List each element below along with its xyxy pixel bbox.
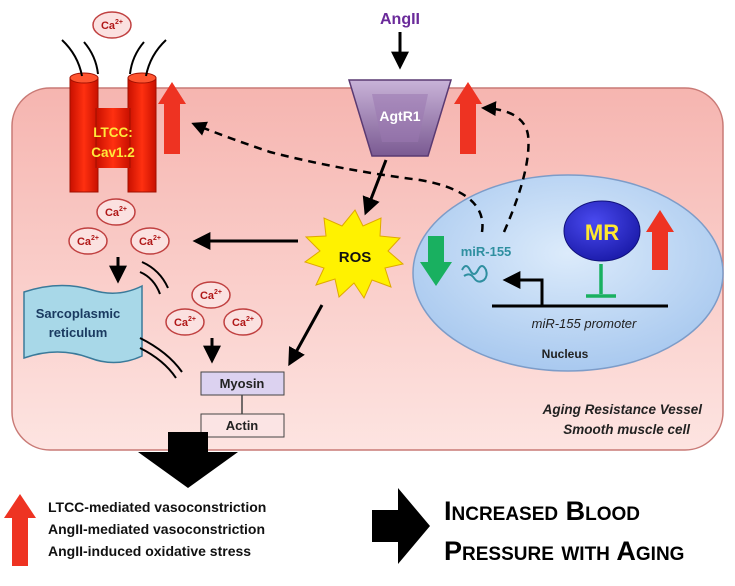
svg-text:Ca2+: Ca2+ <box>139 235 161 248</box>
up-arrow-agtr1 <box>454 82 482 154</box>
myosin-label: Myosin <box>220 376 265 391</box>
ltcc-label-2: Cav1.2 <box>91 145 135 160</box>
agtr1-label: AgtR1 <box>379 108 420 124</box>
arrow-receptor-to-ros <box>362 159 388 216</box>
ltcc-channel <box>69 72 157 193</box>
mr-label: MR <box>585 220 619 245</box>
effect-3: AngII-induced oxidative stress <box>48 543 251 559</box>
big-down-arrow <box>138 432 238 488</box>
ca-ion-cluster-1: Ca2+ Ca2+ Ca2+ <box>68 198 170 255</box>
sr-label-2: reticulum <box>49 325 108 340</box>
actin-label: Actin <box>226 418 259 433</box>
dashed-arrow-to-ltcc <box>191 121 484 233</box>
svg-text:Ca2+: Ca2+ <box>232 316 254 329</box>
nucleus-shape <box>412 174 724 372</box>
svg-text:Ca2+: Ca2+ <box>101 19 123 32</box>
ros-label: ROS <box>339 249 372 266</box>
ca-ion-cluster-2: Ca2+ Ca2+ Ca2+ <box>165 281 263 336</box>
mr-shape <box>563 200 641 262</box>
ca-entry-lines <box>61 39 167 77</box>
ros-burst <box>303 209 405 300</box>
ca-ion-top: Ca2+ <box>92 11 132 39</box>
effects-up-arrow <box>4 494 36 566</box>
transcription-arrow <box>502 271 544 306</box>
promoter-label: miR-155 promoter <box>532 316 637 331</box>
effect-1: LTCC-mediated vasoconstriction <box>48 499 266 515</box>
actin-box <box>200 413 285 438</box>
down-arrow-mir155 <box>420 236 452 286</box>
cell-caption-2: Smooth muscle cell <box>563 422 690 437</box>
nucleus-label: Nucleus <box>542 347 589 361</box>
big-right-arrow <box>372 488 430 564</box>
mir155-label: miR-155 <box>461 244 512 259</box>
angii-label: AngII <box>380 11 420 28</box>
up-arrow-ltcc <box>158 82 186 154</box>
sr-release-lines <box>139 261 183 379</box>
up-arrow-mr <box>646 210 674 270</box>
svg-text:Ca2+: Ca2+ <box>105 206 127 219</box>
cell-caption-1: Aging Resistance Vessel <box>542 402 703 417</box>
arrow-ros-to-myosin <box>288 304 324 367</box>
svg-text:Ca2+: Ca2+ <box>174 316 196 329</box>
outcome-line-2: Pressure with Aging <box>444 536 684 566</box>
sr-label-1: Sarcoplasmic <box>36 306 121 321</box>
svg-text:Ca2+: Ca2+ <box>77 235 99 248</box>
dashed-arrow-to-agtr1 <box>481 101 530 233</box>
sarcoplasmic-reticulum <box>23 284 143 364</box>
outcome-line-1: Increased Blood <box>444 496 640 526</box>
svg-text:Ca2+: Ca2+ <box>200 289 222 302</box>
mir155-hairpin-icon <box>461 265 488 283</box>
ltcc-label-1: LTCC: <box>93 125 133 140</box>
effect-2: AngII-mediated vasoconstriction <box>48 521 265 537</box>
